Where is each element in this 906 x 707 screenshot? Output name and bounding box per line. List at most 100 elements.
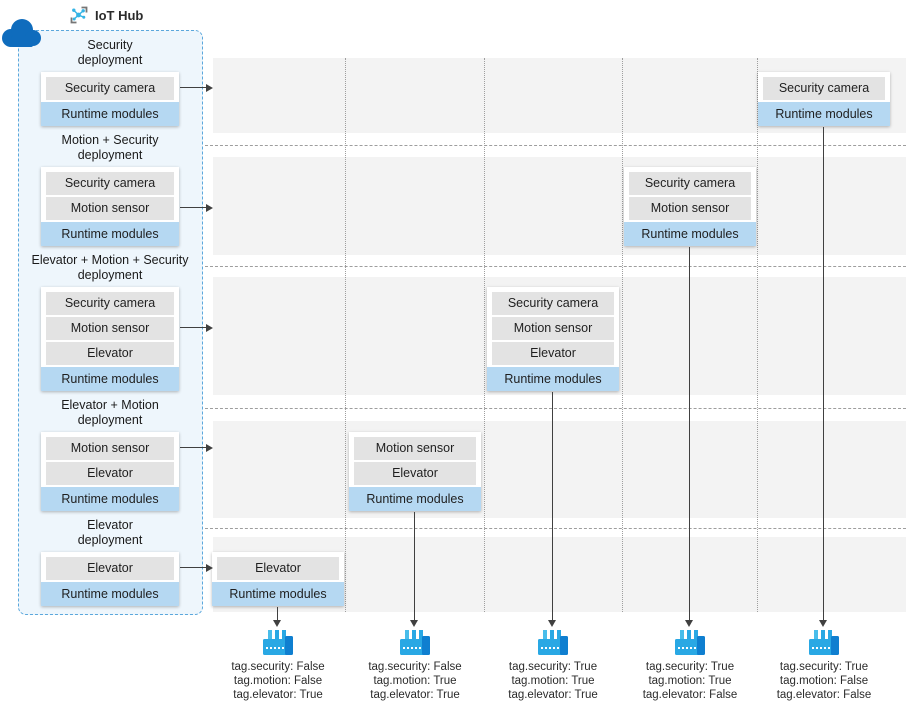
deployment-stack-4-module-box: Elevator [46,462,174,485]
edge-stack-col2-module-box: Elevator [354,462,476,485]
deployment-stack-3-module-box: Elevator [46,342,174,365]
edge-stack-col2-module-box: Motion sensor [354,437,476,460]
device-tag-line: tag.security: True [779,661,869,673]
deployment-arrow-head [206,324,213,332]
column-separator [757,58,758,612]
device-arrow-head [685,620,693,627]
device-tag-line: tag.security: False [368,661,462,673]
device-tag-line: tag.security: True [645,661,735,673]
edge-stack-col2-runtime-modules-box: Runtime modules [349,487,481,511]
deployment-stack-5-runtime-modules-box: Runtime modules [41,582,179,606]
deployment-title-line1: Elevator [87,518,133,532]
deployment-arrow-line [180,447,206,448]
deployment-arrow-line [180,207,206,208]
deployment-stack-3-module-box: Motion sensor [46,317,174,340]
deployment-title-line1: Security [87,38,133,52]
edge-stack-col1-module-box: Elevator [217,557,339,580]
device-tag-line: tag.elevator: False [776,688,872,701]
edge-stack-col3-module-box: Elevator [492,342,614,365]
device-arrow-head [548,620,556,627]
edge-stack-col5-module-box: Security camera [763,77,885,100]
device-arrow-head [273,620,281,627]
deployment-arrow-head [206,444,213,452]
row-separator [205,408,906,409]
factory-device-icon [538,630,568,655]
deployment-stack-3-module-box: Security camera [46,292,174,315]
factory-device-icon [675,630,705,655]
device-tag-line: tag.security: True [508,661,598,673]
deployment-title-line1: Elevator + Motion [61,398,159,412]
column-separator [345,58,346,612]
column-separator [484,58,485,612]
device-tag-line: tag.security: False [231,661,325,673]
device-tag-line: tag.motion: True [511,674,595,687]
deployment-arrow-head [206,204,213,212]
edge-stack-col3-module-box: Security camera [492,292,614,315]
deployment-stack-1-module-box: Security camera [46,77,174,100]
deployment-title-line2: deployment [77,413,143,427]
deployment-stack-2-runtime-modules-box: Runtime modules [41,222,179,246]
device-arrow-line [823,127,824,620]
deployment-arrow-line [180,327,206,328]
deployment-title-line2: deployment [77,533,143,547]
deployment-title-line1: Motion + Security [61,133,159,147]
deployment-title-line1: Elevator + Motion + Security [31,253,189,267]
edge-stack-col1-runtime-modules-box: Runtime modules [212,582,344,606]
device-arrow-head [819,620,827,627]
iot-hub-icon [70,6,88,24]
cloud-icon [2,19,41,47]
device-tag-line: tag.motion: False [779,674,869,687]
factory-device-icon [263,630,293,655]
grid-row-4 [213,421,906,518]
deployment-arrow-line [180,87,206,88]
row-separator [205,528,906,529]
deployment-arrow-head [206,84,213,92]
edge-stack-col4-runtime-modules-box: Runtime modules [624,222,756,246]
deployment-stack-2-module-box: Security camera [46,172,174,195]
factory-device-icon [809,630,839,655]
device-arrow-line [689,247,690,620]
iot-hub-title: IoT Hub [95,7,144,23]
row-separator [205,145,906,146]
deployment-stack-5-module-box: Elevator [46,557,174,580]
edge-stack-col3-runtime-modules-box: Runtime modules [487,367,619,391]
deployment-stack-2-module-box: Motion sensor [46,197,174,220]
row-separator [205,266,906,267]
device-tag-line: tag.motion: True [648,674,732,687]
edge-stack-col5-runtime-modules-box: Runtime modules [758,102,890,126]
deployment-stack-3-runtime-modules-box: Runtime modules [41,367,179,391]
device-tag-line: tag.motion: True [373,674,457,687]
device-tag-line: tag.elevator: True [508,688,598,701]
edge-stack-col3-module-box: Motion sensor [492,317,614,340]
iot-hub-header: IoT Hub [68,3,143,27]
deployment-arrow-line [180,567,206,568]
device-arrow-line [277,607,278,620]
device-arrow-line [414,512,415,620]
device-arrow-line [552,392,553,620]
device-arrow-head [410,620,418,627]
device-tag-line: tag.elevator: True [233,688,323,701]
edge-stack-col4-module-box: Security camera [629,172,751,195]
deployment-title-line2: deployment [77,268,143,282]
device-tag-line: tag.motion: False [233,674,323,687]
device-tag-line: tag.elevator: False [642,688,738,701]
